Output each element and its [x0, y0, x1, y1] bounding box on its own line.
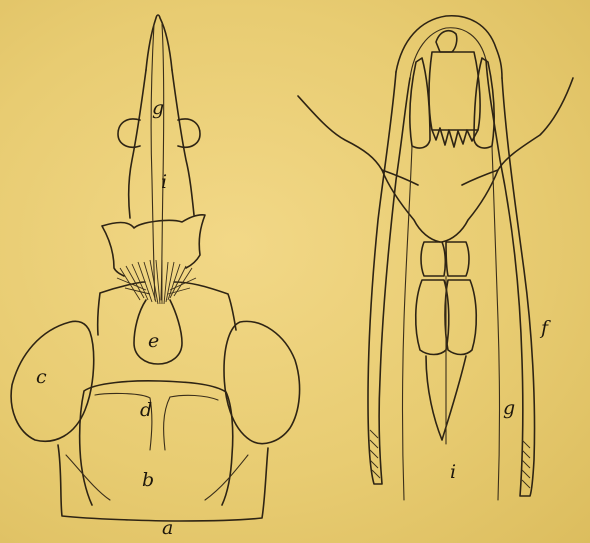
compound-eye-left	[11, 321, 94, 441]
proboscis-tip	[146, 15, 172, 70]
label-b: b	[142, 469, 154, 491]
mouthparts-dissection	[298, 16, 573, 500]
mandible-right	[492, 146, 500, 500]
label-f: f	[539, 317, 551, 339]
label-i-left: i	[161, 171, 167, 193]
label-g-left: g	[152, 97, 164, 119]
antenna-right	[462, 78, 573, 185]
label-c: c	[36, 366, 47, 388]
label-d: d	[140, 399, 152, 421]
head-capsule-outline	[58, 282, 268, 521]
mandible-left	[403, 146, 413, 500]
label-e: e	[148, 330, 159, 352]
toothed-edge	[432, 128, 478, 147]
stylet-inner-left	[151, 24, 155, 300]
labium-segment-1	[421, 242, 445, 276]
proboscis-sheath	[129, 70, 194, 218]
antenna-left	[298, 96, 418, 185]
label-g-right: g	[503, 397, 515, 419]
clypeus-outline	[80, 381, 233, 505]
label-i-right: i	[450, 461, 456, 483]
compound-eye-right	[224, 321, 300, 443]
head-front-view	[11, 15, 299, 521]
labium-segment-3	[416, 280, 449, 355]
maxilla-outer-left	[368, 72, 410, 484]
labium-segment-4	[445, 280, 476, 355]
lower-head-contour	[382, 170, 498, 242]
labrum-body	[429, 52, 480, 130]
clypeal-fold-right	[164, 395, 218, 450]
lateral-lobe-left	[410, 58, 430, 148]
label-a: a	[162, 517, 173, 539]
labium-segment-2	[446, 242, 469, 276]
head-cap	[436, 31, 457, 52]
stylet-inner-right	[161, 24, 164, 300]
